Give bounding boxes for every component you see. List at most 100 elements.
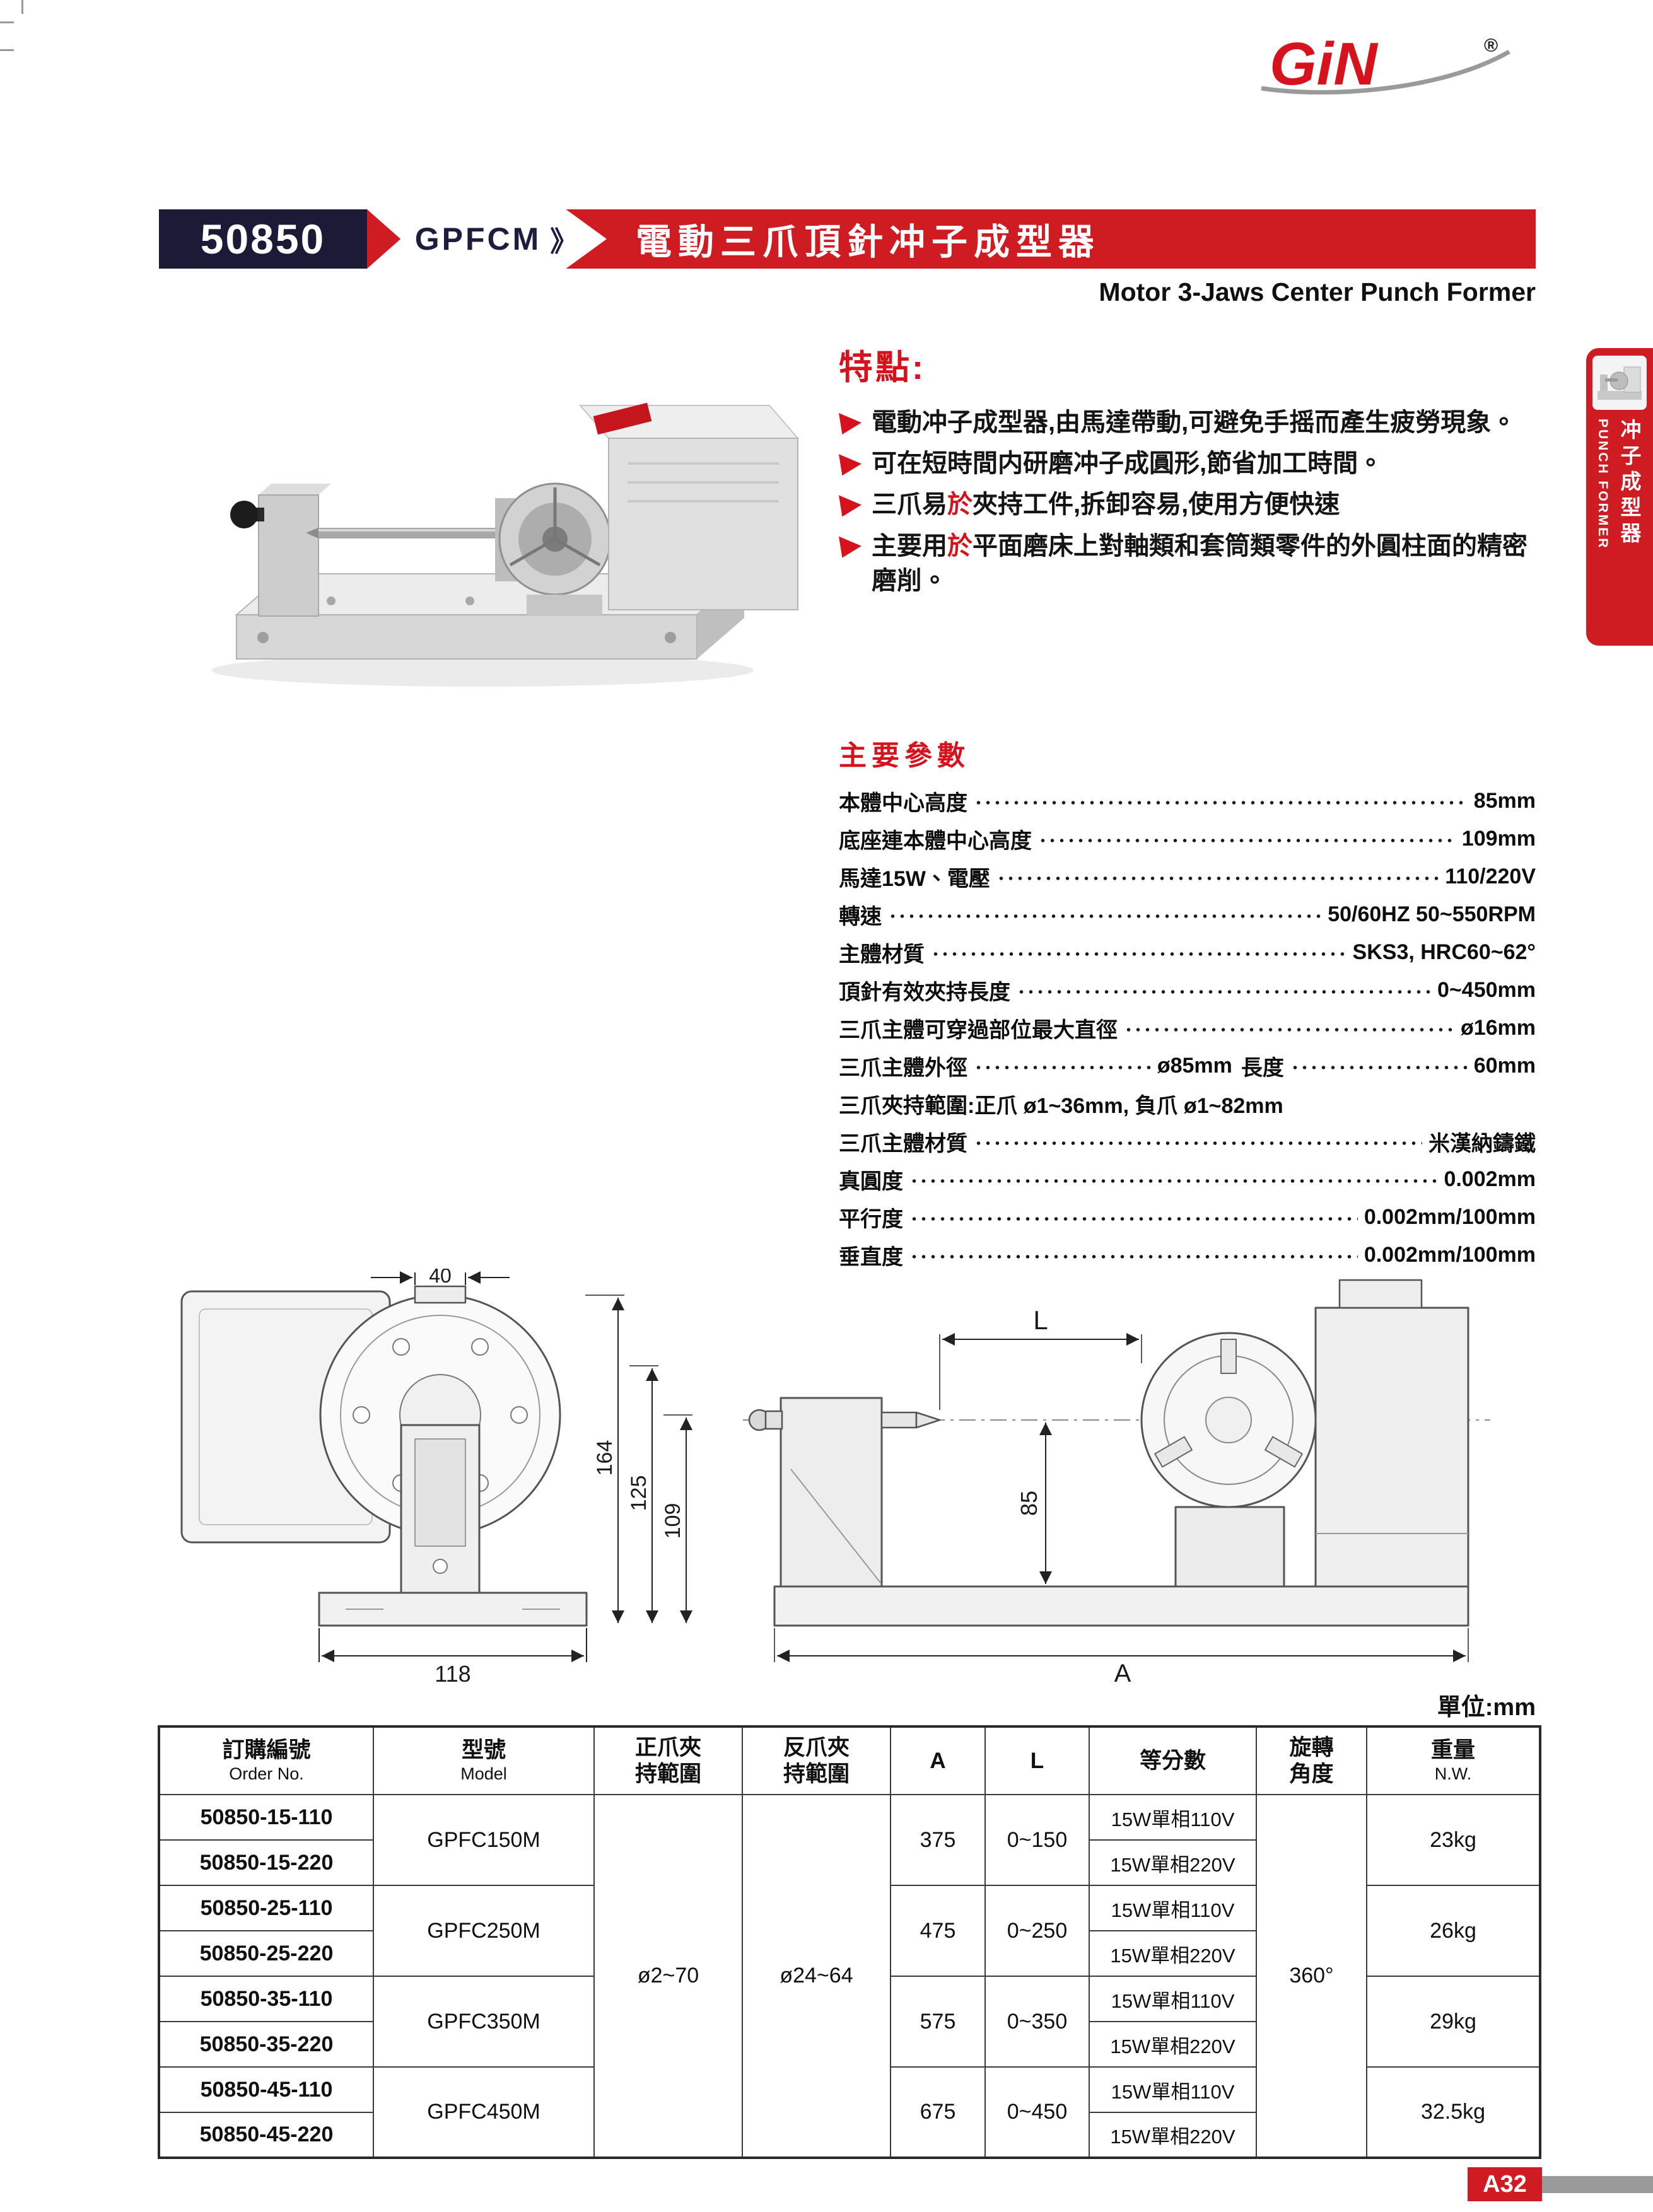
spec-row: 垂直度 0.002mm/100mm bbox=[839, 1240, 1536, 1271]
product-code: 50850 bbox=[159, 209, 367, 269]
table-row: 50850-35-110 GPFC350M 575 0~350 15W單相110… bbox=[158, 1976, 1541, 2068]
divisions-cell: 15W單相110V bbox=[1089, 1976, 1257, 2022]
order-no-cell: 50850-45-220 bbox=[158, 2112, 374, 2158]
feature-bullet-icon bbox=[839, 454, 862, 476]
spec-leader bbox=[1038, 828, 1456, 850]
divisions-cell: 15W單相110V bbox=[1089, 1885, 1257, 1931]
features-heading: 特點: bbox=[839, 349, 926, 387]
table-row: 50850-15-110 GPFC150M ø2~70 ø24~64 375 0… bbox=[158, 1794, 1541, 2158]
spec-value: 110/220V bbox=[1445, 864, 1536, 888]
model-cell: GPFC350M bbox=[373, 1976, 595, 2068]
feature-item: 三爪易於夾持工件,拆卸容易,使用方便快速 bbox=[839, 487, 1536, 522]
spec-leader bbox=[1017, 979, 1432, 1001]
registration-marks bbox=[0, 21, 14, 23]
dim-109 bbox=[663, 1414, 692, 1623]
chevron-icon: 》 bbox=[550, 226, 578, 257]
brand-logo: GiN ® bbox=[1252, 30, 1523, 100]
product-photo bbox=[142, 350, 807, 706]
col-header-rotation: 旋轉角度 bbox=[1256, 1726, 1367, 1795]
spec-leader bbox=[1124, 1017, 1454, 1039]
spec-value: ø16mm bbox=[1460, 1016, 1536, 1040]
spec-row: 本體中心高度 85mm bbox=[839, 786, 1536, 817]
spec-value: SKS3, HRC60~62° bbox=[1352, 940, 1536, 964]
spec-leader bbox=[888, 904, 1322, 926]
order-no-cell: 50850-25-220 bbox=[158, 1930, 374, 1977]
page-number-badge: A32 bbox=[1468, 2167, 1542, 2201]
divisions-cell: 15W單相110V bbox=[1089, 1794, 1257, 1841]
side-tab-text-zh: 冲子成型器 bbox=[1618, 419, 1641, 548]
dim-40 bbox=[371, 1271, 510, 1285]
spec-leader bbox=[909, 1206, 1358, 1228]
spec-row: 平行度 0.002mm/100mm bbox=[839, 1202, 1536, 1233]
spec-leader bbox=[974, 790, 1468, 812]
front-view bbox=[180, 1285, 588, 1627]
dim-125-label: 125 bbox=[627, 1476, 651, 1511]
spec-value: 0~450mm bbox=[1437, 978, 1536, 1002]
divisions-cell: 15W單相220V bbox=[1089, 1839, 1257, 1886]
spec-leader bbox=[974, 1055, 1151, 1077]
spec-label: 三爪主體可穿過部位最大直徑 bbox=[839, 1018, 1118, 1042]
spec-leader bbox=[974, 1131, 1422, 1153]
spec-leader bbox=[931, 941, 1346, 963]
spec-row: 三爪主體可穿過部位最大直徑 ø16mm bbox=[839, 1013, 1536, 1044]
dim-40-label: 40 bbox=[429, 1269, 452, 1287]
side-view bbox=[743, 1279, 1490, 1627]
weight-cell: 29kg bbox=[1366, 1976, 1541, 2068]
col-header-l: L bbox=[984, 1726, 1090, 1795]
spec-label: 底座連本體中心高度 bbox=[839, 829, 1032, 853]
specs-heading: 主要參數 bbox=[839, 740, 970, 771]
col-header-neg-jaw: 反爪夾持範圍 bbox=[742, 1726, 891, 1795]
feature-bullet-icon bbox=[839, 413, 862, 434]
divisions-cell: 15W單相220V bbox=[1089, 1930, 1257, 1977]
divisions-cell: 15W單相220V bbox=[1089, 2112, 1257, 2158]
dim-118-label: 118 bbox=[435, 1661, 470, 1685]
spec-leader bbox=[909, 1244, 1358, 1266]
l-cell: 0~250 bbox=[984, 1885, 1090, 1977]
feature-item: 電動冲子成型器,由馬達帶動,可避免手摇而產生疲勞現象。 bbox=[839, 405, 1536, 440]
l-cell: 0~450 bbox=[984, 2066, 1090, 2158]
header-band: 50850 GPFCM 》 電動三爪頂針冲子成型器 bbox=[159, 209, 1536, 269]
spec-leader bbox=[1290, 1055, 1468, 1077]
spec-row: 頂針有效夾持長度 0~450mm bbox=[839, 975, 1536, 1006]
col-header-pos-jaw: 正爪夾持範圍 bbox=[593, 1726, 743, 1795]
spec-label: 轉速 bbox=[839, 905, 882, 929]
spec-value: 60mm bbox=[1473, 1054, 1536, 1078]
model-series-label: GPFCM bbox=[414, 221, 542, 257]
model-cell: GPFC150M bbox=[373, 1794, 595, 1886]
spec-label: 平行度 bbox=[839, 1208, 903, 1231]
l-cell: 0~350 bbox=[984, 1976, 1090, 2068]
registration-marks bbox=[0, 49, 14, 51]
dim-125 bbox=[629, 1365, 658, 1623]
spec-row: 馬達15W、電壓 110/220V bbox=[839, 861, 1536, 892]
model-cell: GPFC450M bbox=[373, 2066, 595, 2158]
table-row: 50850-25-110 GPFC250M 475 0~250 15W單相110… bbox=[158, 1885, 1541, 1977]
model-series-segment: GPFCM 》 bbox=[367, 209, 607, 269]
footer: A32 bbox=[1468, 2167, 1653, 2201]
dim-109-label: 109 bbox=[661, 1503, 685, 1539]
dim-L-label: L bbox=[1033, 1305, 1048, 1335]
footer-bar bbox=[1542, 2175, 1653, 2193]
divisions-cell: 15W單相110V bbox=[1089, 2066, 1257, 2113]
spec-row-dual: 三爪主體外徑 ø85mm 長度 60mm bbox=[839, 1051, 1536, 1081]
spec-label: 馬達15W、電壓 bbox=[839, 867, 990, 891]
a-cell: 475 bbox=[890, 1885, 986, 1977]
feature-text: 可在短時間内研磨冲子成圓形,節省加工時間。 bbox=[872, 450, 1384, 478]
logo-text: GiN bbox=[1270, 30, 1378, 98]
table-row: 50850-45-110 GPFC450M 675 0~450 15W單相110… bbox=[158, 2066, 1541, 2158]
rotation-cell: 360° bbox=[1256, 1794, 1367, 2158]
spec-row: 底座連本體中心高度 109mm bbox=[839, 824, 1536, 854]
pos-jaw-cell: ø2~70 bbox=[593, 1794, 743, 2158]
feature-item: 可在短時間内研磨冲子成圓形,節省加工時間。 bbox=[839, 446, 1536, 481]
col-header-divisions: 等分數 bbox=[1089, 1726, 1257, 1795]
unit-label: 單位:mm bbox=[1437, 1694, 1536, 1721]
table-row: 50850-25-220 15W單相220V bbox=[158, 1930, 1540, 1977]
table-row: 50850-15-220 15W單相220V bbox=[158, 1839, 1540, 1886]
a-cell: 675 bbox=[890, 2066, 986, 2158]
order-no-cell: 50850-15-220 bbox=[158, 1839, 374, 1886]
side-tab-thumbnail bbox=[1592, 356, 1647, 410]
